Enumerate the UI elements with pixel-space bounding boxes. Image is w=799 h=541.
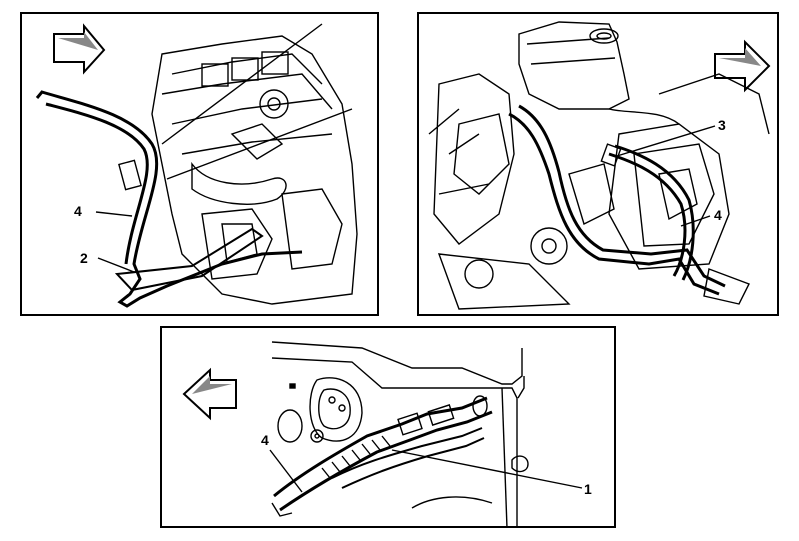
callout-label: 4 [261,432,269,448]
callout-label: 4 [74,203,82,219]
direction-arrow-right-icon [53,23,106,75]
diagram-panel-top-right: 3 4 [417,12,779,316]
engine-illustration-left [35,23,358,308]
diagram-panel-bottom: 4 1 [160,326,616,528]
callout-label: 4 [714,207,722,223]
callout-label: 3 [718,117,726,133]
direction-arrow-left-icon [182,367,237,421]
callout-label: 1 [584,481,592,497]
callout-label: 2 [80,250,88,266]
diagram-panel-top-left: 4 2 [20,12,379,316]
engine-illustration-right [428,21,771,310]
direction-arrow-right-icon [714,39,771,93]
bulkhead-illustration [182,341,583,526]
